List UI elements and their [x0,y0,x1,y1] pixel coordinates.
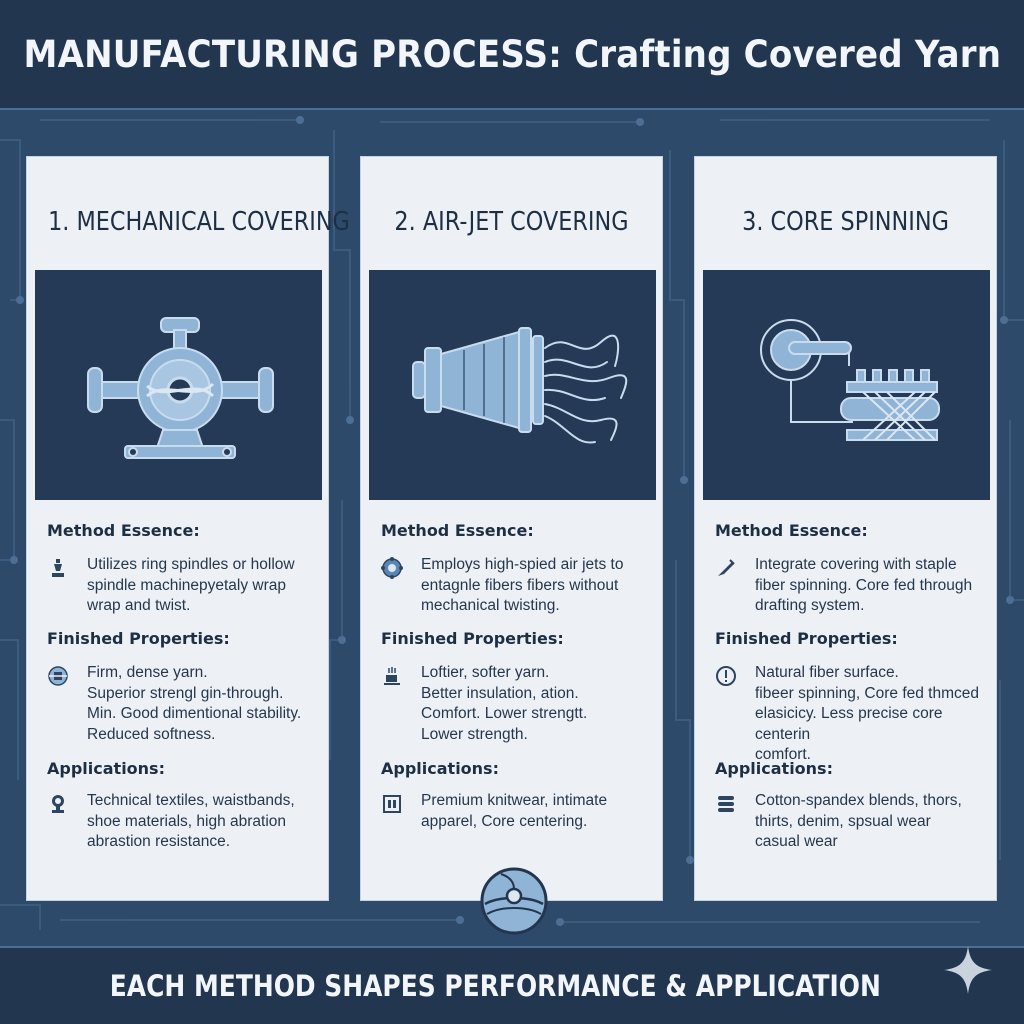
section-label-applications: Applications: [715,759,833,778]
section-text-method-essence: Integrate covering with staple fiber spi… [755,556,973,614]
section-text-finished-properties: Natural fiber surface. fibeer spinning, … [755,664,980,763]
alert-circle-icon [716,666,736,686]
spindle-icon [52,559,64,577]
section-label-finished-properties: Finished Properties: [715,629,898,648]
footer-banner: EACH METHOD SHAPES PERFORMANCE & APPLICA… [109,969,881,1003]
page-title: MANUFACTURING PROCESS: Crafting Covered … [23,32,1001,76]
sparkle-icon [944,946,992,994]
section-label-method-essence: Method Essence: [47,521,200,540]
method-panel-air-jet-covering: 2. AIR-JET COVERING Method Esse [360,156,663,901]
section-label-method-essence: Method Essence: [715,521,868,540]
yarn-core-emblem-icon [480,867,548,935]
needle-icon [718,559,735,576]
yarn-bobbin-icon [48,666,68,686]
spindle-machine-icon [87,317,274,459]
method-title: 1. MECHANICAL COVERING [48,207,350,237]
section-text-applications: Premium knitwear, intimate apparel, Core… [421,792,608,830]
section-label-applications: Applications: [47,759,165,778]
section-text-finished-properties: Firm, dense yarn. Superior strengl gin-t… [87,664,302,743]
method-illustration [35,270,322,500]
section-text-applications: Cotton-spandex blends, thors, thirts, de… [755,792,962,850]
method-illustration [369,270,656,500]
section-text-method-essence: Utilizes ring spindles or hollow spindle… [87,556,295,614]
section-label-finished-properties: Finished Properties: [47,629,230,648]
page-header: MANUFACTURING PROCESS: Crafting Covered … [0,0,1024,110]
fabric-stack-icon [718,796,734,812]
air-jet-icon [381,557,403,579]
section-label-finished-properties: Finished Properties: [381,629,564,648]
section-label-applications: Applications: [381,759,499,778]
section-text-method-essence: Employs high-spied air jets to entagnle … [421,556,624,614]
method-illustration [703,270,990,500]
core-spinning-frame-icon [760,319,940,441]
section-label-method-essence: Method Essence: [381,521,534,540]
knitwear-icon [383,795,401,813]
steam-cup-icon [384,667,400,685]
section-text-finished-properties: Loftier, softer yarn. Better insulation,… [421,664,588,743]
method-title: 2. AIR-JET COVERING [394,207,629,237]
method-panel-core-spinning: 3. CORE SPINNING Method [694,156,997,901]
page-footer: EACH METHOD SHAPES PERFORMANCE & APPLICA… [0,946,1024,1024]
air-jet-nozzle-icon [412,327,628,444]
section-text-applications: Technical textiles, waistbands, shoe mat… [87,792,295,850]
trophy-icon [52,795,64,813]
method-panel-mechanical-covering: 1. MECHANICAL COVERING Method E [26,156,350,901]
method-title: 3. CORE SPINNING [742,207,949,237]
